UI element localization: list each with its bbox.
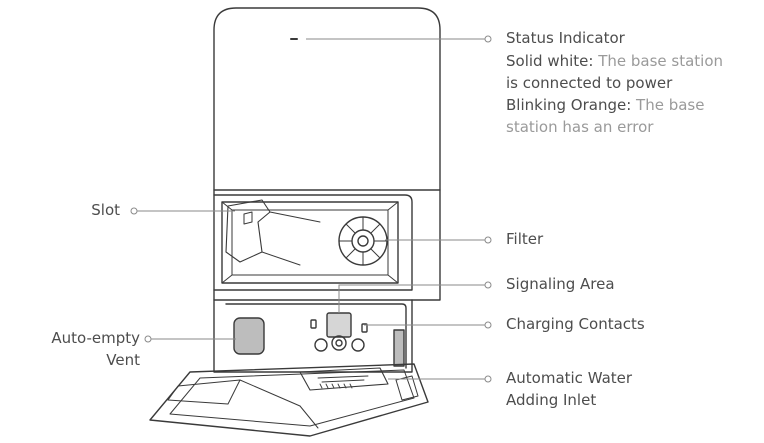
dust-compartment-inner [222,202,398,283]
solid-white-description: Solid white: The base station [506,50,723,72]
solid-white-text: The base station [593,52,723,70]
water-inlet-label-line2: Adding Inlet [506,389,596,411]
signaling-area-label: Signaling Area [506,273,615,295]
filter-label: Filter [506,228,543,250]
blinking-orange-description: Blinking Orange: The base [506,94,704,116]
signaling-area [327,313,351,337]
dust-compartment [214,195,412,290]
blinking-orange-text: The base [631,96,704,114]
solid-white-description-line2: is connected to power [506,72,672,94]
auto-empty-vent [234,318,264,354]
charging-contacts-label: Charging Contacts [506,313,645,335]
auto-empty-vent-label: Auto-empty [51,327,140,349]
solid-white-key: Solid white: [506,52,593,70]
status-indicator-label: Status Indicator [506,27,625,49]
charging-contact-left [311,320,316,328]
solid-white-text-2: is connected to power [506,74,672,92]
blinking-orange-description-line2: station has an error [506,116,653,138]
blinking-orange-key: Blinking Orange: [506,96,631,114]
upper-housing [214,8,440,300]
auto-empty-vent-label-line2: Vent [106,349,140,371]
slot-label: Slot [91,199,120,221]
water-inlet-label: Automatic Water [506,367,632,389]
ramp-inner [170,370,414,426]
side-vent [394,330,404,366]
